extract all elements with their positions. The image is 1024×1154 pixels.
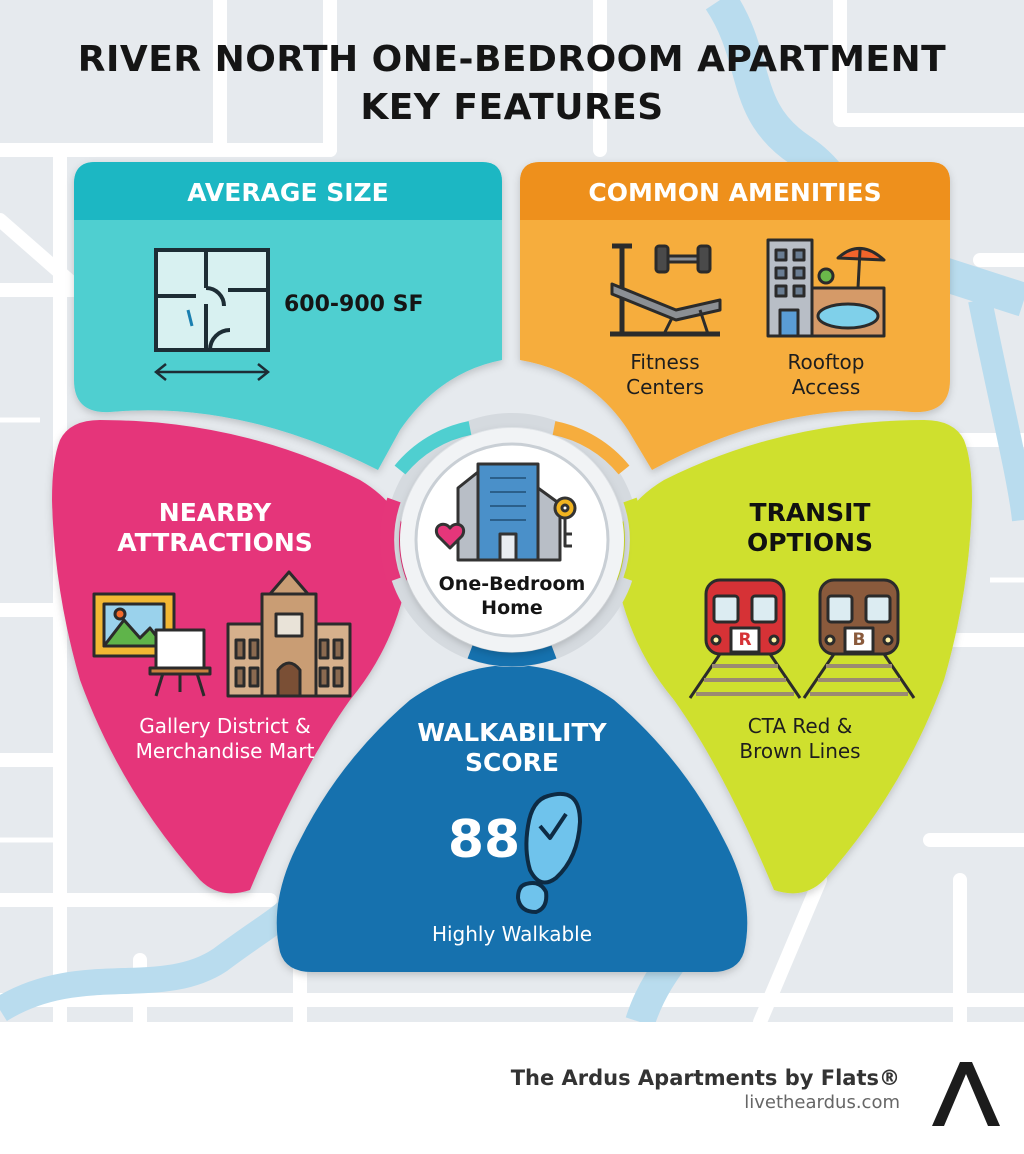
- feature-wheel: [52, 162, 972, 972]
- train-letter-r: R: [738, 630, 752, 650]
- nearby-attractions-desc: Gallery District & Merchandise Mart: [135, 714, 315, 763]
- ardus-logo: A: [928, 1060, 1000, 1126]
- average-size-title: AVERAGE SIZE: [187, 178, 389, 207]
- train-letter-b: B: [852, 630, 866, 650]
- common-amenities-title: COMMON AMENITIES: [588, 178, 882, 207]
- brown-line-train-icon: [802, 578, 916, 699]
- page-title: RIVER NORTH ONE-BEDROOM APARTMENT KEY FE…: [0, 36, 1024, 132]
- amenity-fitness-label: Fitness Centers: [626, 350, 704, 399]
- transit-options-desc: CTA Red & Brown Lines: [739, 714, 861, 763]
- title-line-2: KEY FEATURES: [360, 87, 664, 128]
- average-size-value: 600-900 SF: [284, 292, 424, 317]
- floor-plan-icon: [153, 248, 271, 381]
- walkability-score: 88: [447, 810, 521, 870]
- footer-website-link[interactable]: livetheardus.com: [744, 1092, 900, 1113]
- walkability-panel: [276, 665, 748, 972]
- footer-company-name: The Ardus Apartments by Flats®: [510, 1066, 900, 1090]
- title-line-1: RIVER NORTH ONE-BEDROOM APARTMENT: [77, 39, 947, 80]
- walkability-title: WALKABILITY SCORE: [417, 718, 607, 777]
- svg-text:A: A: [928, 1060, 929, 1061]
- amenity-rooftop-label: Rooftop Access: [787, 350, 865, 399]
- painting-easel-icon: [92, 592, 212, 697]
- red-line-train-icon: [688, 578, 802, 699]
- apartment-building-heart-key-icon: [435, 462, 577, 562]
- walkability-desc: Highly Walkable: [431, 922, 593, 946]
- average-size-panel: [74, 162, 502, 470]
- footprint-check-icon: [516, 791, 582, 914]
- merchandise-mart-building-icon: [226, 570, 352, 698]
- common-amenities-panel: [520, 162, 950, 470]
- nearby-attractions-title: NEARBY ATTRACTIONS: [117, 498, 313, 557]
- center-label: One-Bedroom Home: [438, 573, 586, 619]
- rooftop-pool-icon: [766, 238, 886, 338]
- transit-options-panel: [614, 420, 972, 894]
- weight-bench-icon: [610, 243, 722, 337]
- transit-options-title: TRANSIT OPTIONS: [746, 498, 874, 557]
